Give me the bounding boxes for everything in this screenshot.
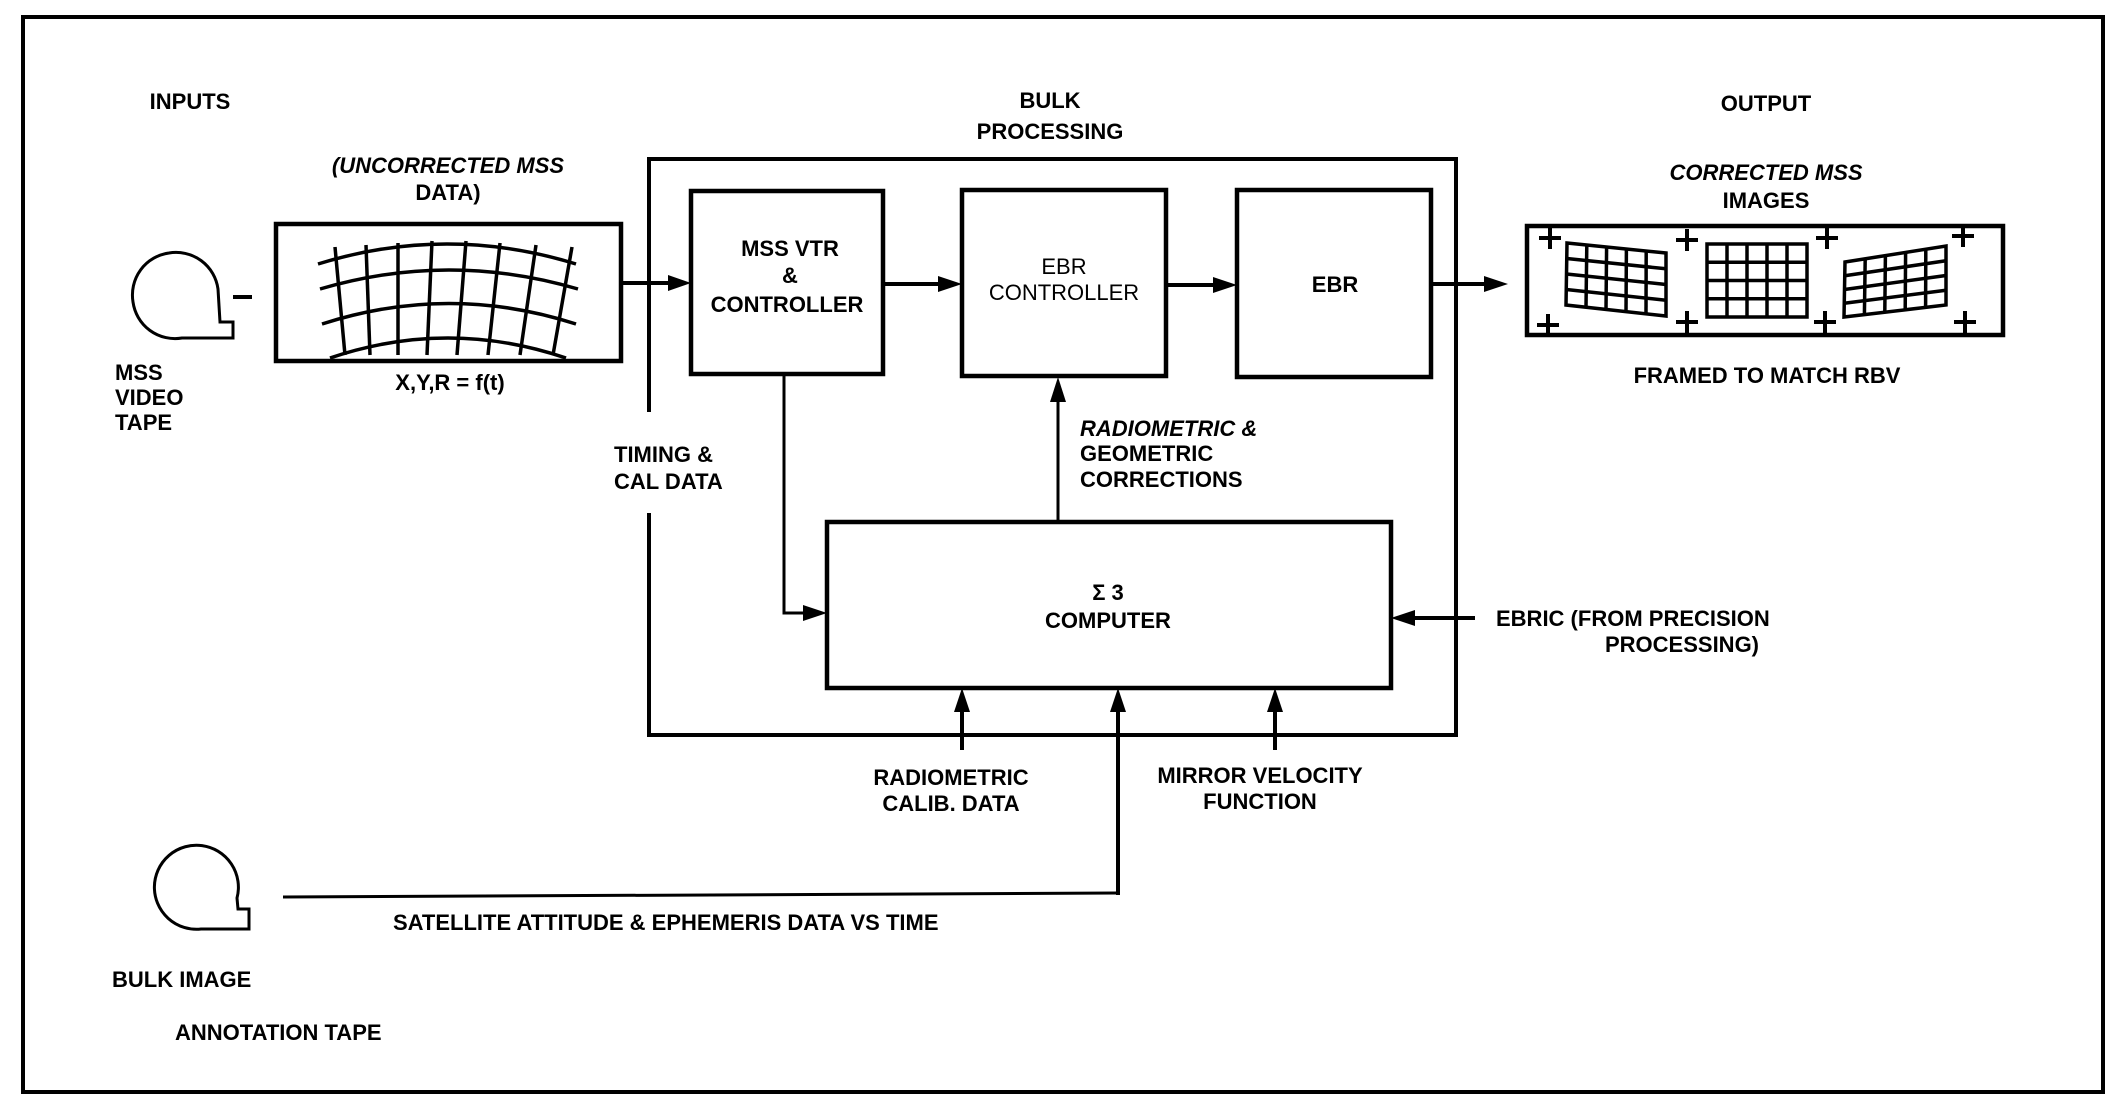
mss-video-tape-reel-icon — [130, 251, 252, 340]
grid-line — [1844, 273, 1947, 292]
mss-video-tape-label-line1: MSS — [115, 360, 163, 385]
mirror-velocity-label-line2: FUNCTION — [1203, 789, 1317, 814]
grid-line — [1566, 287, 1667, 302]
grid-line — [321, 301, 577, 326]
timing-cal-label-line1: TIMING & — [614, 442, 713, 467]
corrected-images-label-line2: IMAGES — [1723, 188, 1810, 213]
uncorrected-data-label-line2: DATA) — [415, 180, 480, 205]
computer-label-line1: Σ 3 — [1092, 580, 1124, 605]
arrowhead — [1213, 277, 1237, 293]
arrowhead — [954, 688, 970, 712]
grid-line — [486, 242, 502, 356]
corrected-image-center — [1705, 242, 1809, 319]
mss-vtr-label-line3: CONTROLLER — [711, 292, 864, 317]
mss-vtr-label-line2: & — [782, 263, 798, 288]
corrected-image-right — [1842, 243, 1948, 319]
arrowhead — [1110, 688, 1126, 712]
ebric-label-line1: EBRIC (FROM PRECISION — [1496, 606, 1770, 631]
grid-line — [319, 268, 579, 291]
uncorrected-formula: X,Y,R = f(t) — [395, 370, 504, 395]
grid-line — [425, 240, 434, 356]
arrowhead — [668, 275, 691, 291]
corrections-label-line2: GEOMETRIC — [1080, 441, 1213, 466]
bulk-image-tape-reel-icon — [152, 843, 251, 931]
radiometric-calib-label-line1: RADIOMETRIC — [873, 765, 1028, 790]
grid-line — [329, 336, 567, 360]
grid-line — [518, 244, 538, 356]
annotation-tape-label: ANNOTATION TAPE — [175, 1020, 382, 1045]
bulk-processing-boundary — [647, 157, 1458, 737]
grid-line — [1844, 288, 1947, 305]
grid-line — [455, 240, 468, 356]
grid-line — [1844, 259, 1947, 278]
arrowhead — [1050, 377, 1066, 402]
mss-video-tape-label-line3: TAPE — [115, 410, 172, 435]
arrowhead — [1484, 276, 1508, 292]
satellite-data-label: SATELLITE ATTITUDE & EPHEMERIS DATA VS T… — [393, 910, 939, 935]
bulk-processing-heading-line1: BULK — [1019, 88, 1080, 113]
sigma3-computer-block — [824, 519, 1394, 691]
corrected-image-left — [1564, 241, 1668, 318]
ebric-label-line2: PROCESSING) — [1605, 632, 1759, 657]
page-border — [21, 15, 2105, 1094]
mss-video-tape-label-line2: VIDEO — [115, 385, 183, 410]
framed-to-match-label: FRAMED TO MATCH RBV — [1634, 363, 1901, 388]
bulk-processing-heading-line2: PROCESSING — [977, 119, 1124, 144]
grid-line — [1566, 272, 1667, 287]
corrected-image-grids-icon — [1537, 225, 1976, 336]
output-heading: OUTPUT — [1721, 91, 1812, 116]
inputs-heading: INPUTS — [150, 89, 231, 114]
bulk-image-label: BULK IMAGE — [112, 967, 251, 992]
ebr-controller-block — [959, 187, 1169, 379]
mss-vtr-controller-block — [688, 188, 886, 377]
mss-vtr-label-line1: MSS VTR — [741, 236, 839, 261]
ebr-controller-label-line2: CONTROLLER — [989, 280, 1139, 305]
grid-line — [333, 246, 347, 356]
arrowhead — [938, 276, 962, 292]
grid-line — [364, 244, 372, 356]
arrowhead — [803, 605, 827, 621]
arrowhead — [1267, 688, 1283, 712]
uncorrected-data-label-line1: (UNCORRECTED MSS — [332, 153, 565, 178]
grid-line — [1566, 256, 1667, 271]
mirror-velocity-label-line1: MIRROR VELOCITY — [1157, 763, 1363, 788]
distorted-grid-icon — [317, 240, 579, 360]
grid-line — [317, 242, 577, 266]
corrections-label-line3: CORRECTIONS — [1080, 467, 1243, 492]
corrected-images-label-line1: CORRECTED MSS — [1669, 160, 1862, 185]
computer-label-line2: COMPUTER — [1045, 608, 1171, 633]
ebr-label: EBR — [1312, 272, 1359, 297]
grid-line — [551, 246, 574, 356]
arrowhead — [1391, 610, 1415, 626]
corrections-label-line1: RADIOMETRIC & — [1080, 416, 1257, 441]
timing-cal-label-line2: CAL DATA — [614, 469, 723, 494]
ebr-controller-label-line1: EBR — [1041, 254, 1086, 279]
radiometric-calib-label-line2: CALIB. DATA — [882, 791, 1019, 816]
